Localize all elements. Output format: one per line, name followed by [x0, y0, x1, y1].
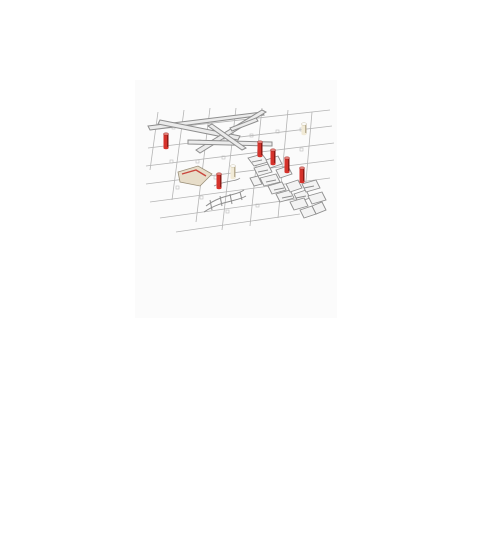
grid-marker: [175, 185, 180, 190]
cluster-block: [285, 179, 303, 193]
column-top: [299, 166, 305, 170]
column-group: [163, 122, 307, 190]
column-bottom: [163, 146, 169, 150]
cluster-block: [253, 163, 273, 177]
column-top: [230, 164, 236, 168]
cluster-block: [299, 205, 317, 219]
column-top: [257, 140, 263, 144]
column-top: [216, 172, 222, 176]
column-body: [257, 142, 263, 156]
column-body: [230, 166, 236, 178]
column-shade: [305, 124, 307, 134]
column-bottom: [230, 176, 236, 180]
cluster-block: [267, 181, 287, 195]
crossing-beam: [207, 123, 247, 151]
curved-path-inner: [205, 189, 245, 207]
cluster-block: [289, 197, 309, 211]
column-shade: [220, 174, 222, 188]
cream-cylinder-icon: [230, 164, 236, 180]
grid-col-line: [195, 107, 211, 223]
grid-marker: [275, 129, 280, 134]
red-cylinder-icon: [257, 140, 263, 158]
cluster-block: [301, 179, 321, 193]
cluster-detail: [251, 159, 315, 199]
column-bottom: [257, 154, 263, 158]
column-body: [299, 168, 305, 182]
cluster-block: [307, 191, 327, 205]
grid-row-line: [145, 159, 335, 185]
column-shade: [288, 158, 290, 172]
column-body: [284, 158, 290, 172]
cluster-block: [275, 189, 295, 203]
curved-path-outer: [203, 195, 247, 213]
crossing-beam: [157, 119, 241, 141]
red-cylinder-icon: [299, 166, 305, 184]
sand-base-piece: [177, 165, 213, 187]
column-body: [270, 150, 276, 164]
column-bottom: [284, 170, 290, 174]
grid-marker: [225, 209, 230, 214]
grid-marker: [221, 155, 226, 160]
sand-base: [177, 165, 213, 187]
grid-marker: [299, 147, 304, 152]
curved-path-tick: [229, 193, 233, 205]
building-cluster-icon: [247, 153, 327, 219]
grid-row-line: [159, 195, 319, 219]
column-top: [301, 122, 307, 126]
crossing-lines-icon: [147, 109, 273, 154]
cluster-block: [275, 165, 293, 179]
red-cylinder-icon: [270, 148, 276, 166]
grid-marker: [199, 195, 204, 200]
grid-marker: [249, 133, 254, 138]
column-bottom: [301, 132, 307, 136]
crossing-beam: [187, 139, 273, 147]
column-shade: [167, 134, 169, 148]
grid-marker: [255, 203, 260, 208]
column-top: [163, 132, 169, 136]
curved-path-tick: [219, 195, 223, 207]
red-cylinder-icon: [216, 172, 222, 190]
cluster-block: [259, 173, 281, 187]
column-top: [284, 156, 290, 160]
red-cylinder-icon: [163, 132, 169, 150]
column-bottom: [299, 180, 305, 184]
column-top: [270, 148, 276, 152]
column-shade: [274, 150, 276, 164]
column-shade: [261, 142, 263, 156]
cream-cylinder-icon: [301, 122, 307, 136]
column-body: [216, 174, 222, 188]
column-bottom: [216, 186, 222, 190]
red-cylinder-icon: [284, 156, 290, 174]
column-body: [301, 124, 307, 134]
cluster-block: [249, 175, 263, 187]
grid-col-line: [149, 111, 159, 171]
column-bottom: [270, 162, 276, 166]
grid-row-line: [175, 213, 301, 233]
curved-path-tick: [239, 191, 243, 201]
sand-base-accent: [181, 169, 207, 177]
grid-marker: [195, 159, 200, 164]
grid-marker: [169, 159, 174, 164]
column-body: [163, 134, 169, 148]
column-shade: [303, 168, 305, 182]
crossing-beam: [229, 117, 259, 132]
curved-path-tick: [209, 199, 213, 211]
column-shade: [234, 166, 236, 178]
